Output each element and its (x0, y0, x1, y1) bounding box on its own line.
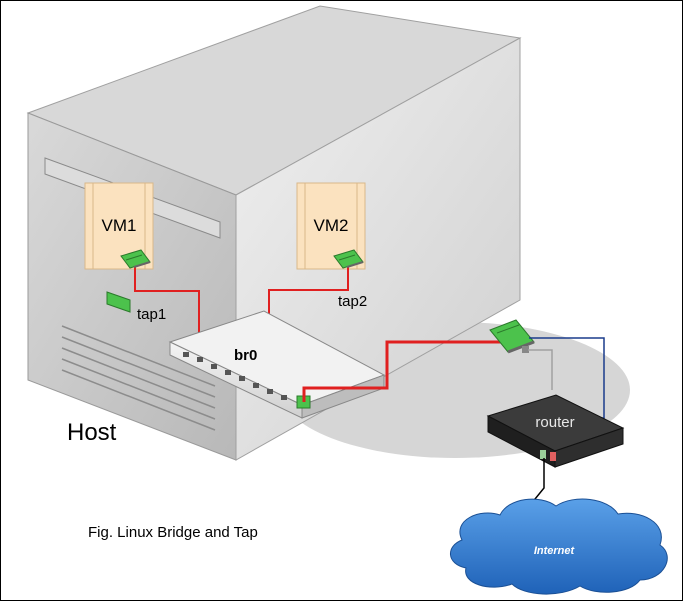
internet-label: Internet (534, 545, 576, 557)
vent-lines (61, 325, 216, 431)
vm1-label: VM1 (102, 216, 137, 235)
bridge-switch: br0 (168, 310, 386, 419)
router-device: router (486, 394, 625, 468)
vm2-label: VM2 (314, 216, 349, 235)
switch-ports (183, 352, 287, 400)
tap1-icon (106, 291, 131, 313)
vm2-nic-icon (333, 249, 364, 269)
figure-caption: Fig. Linux Bridge and Tap (88, 524, 258, 541)
internet-cloud-icon: Internet (450, 498, 668, 595)
uplink-link (302, 340, 502, 402)
tap2-label: tap2 (338, 293, 367, 310)
router-label: router (535, 414, 574, 431)
vm1-nic-icon (120, 249, 151, 269)
tap1-label: tap1 (137, 306, 166, 323)
nic-router-gray-link (528, 349, 553, 390)
host-label: Host (67, 419, 117, 446)
vm1-link (134, 264, 200, 357)
bridge-label: br0 (234, 347, 257, 364)
host-nic-icon (489, 319, 535, 354)
